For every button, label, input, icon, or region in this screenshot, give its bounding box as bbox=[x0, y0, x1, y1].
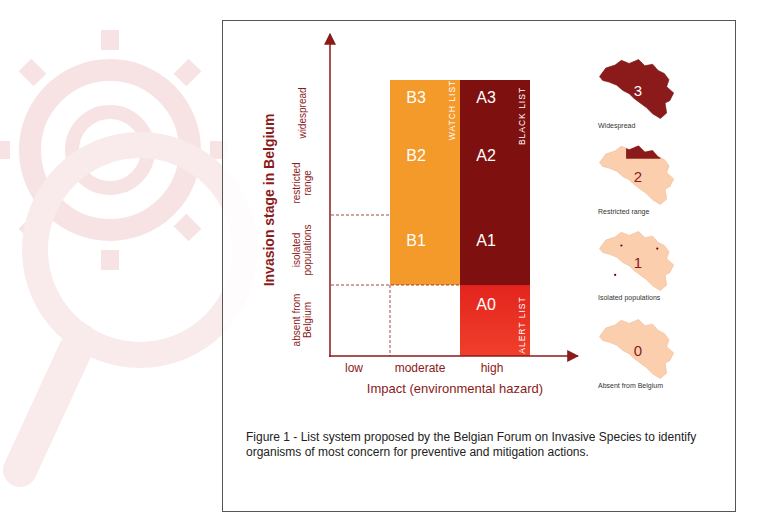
map-isolated: 1Isolated populations bbox=[598, 230, 676, 292]
stage-label: restricted range bbox=[291, 154, 313, 212]
cell-code: A3 bbox=[476, 89, 496, 107]
axis-title: Impact (environmental hazard) bbox=[367, 382, 543, 396]
map-number: 3 bbox=[634, 83, 642, 100]
cell-code: B1 bbox=[406, 232, 426, 250]
alert-cell bbox=[460, 285, 530, 356]
cell-code: A0 bbox=[476, 296, 496, 314]
impact-level: high bbox=[481, 362, 504, 375]
black-list-band: A3A2A1 BLACK LIST bbox=[460, 80, 530, 285]
figure-caption: Figure 1 - List system proposed by the B… bbox=[246, 430, 714, 460]
impact-level: moderate bbox=[395, 362, 446, 375]
watermark bbox=[0, 30, 245, 470]
map-caption: Restricted range bbox=[598, 208, 649, 216]
map-restricted: 2Restricted range bbox=[598, 144, 676, 206]
map-number: 1 bbox=[634, 255, 642, 272]
map-caption: Widespread bbox=[598, 122, 635, 130]
cell-code: B3 bbox=[406, 89, 426, 107]
axis-title: Invasion stage in Belgium bbox=[262, 114, 277, 287]
list-name: BLACK LIST bbox=[518, 87, 527, 145]
list-name: WATCH LIST bbox=[448, 80, 457, 141]
cell-code: B2 bbox=[406, 147, 426, 165]
watch-list-band: B3B2B1 WATCH LIST bbox=[390, 80, 460, 285]
map-caption: Isolated populations bbox=[598, 294, 660, 302]
cell-code: A2 bbox=[476, 147, 496, 165]
map-number: 2 bbox=[634, 169, 642, 186]
impact-level: low bbox=[345, 362, 363, 375]
black-band bbox=[460, 80, 530, 285]
map-widespread: 3Widespread bbox=[598, 58, 676, 120]
list-name: ALERT LIST bbox=[518, 296, 527, 353]
axes bbox=[329, 34, 578, 357]
map-number: 0 bbox=[634, 343, 642, 360]
map-absent: 0Absent from Belgium bbox=[598, 318, 676, 380]
cell-code: A1 bbox=[476, 232, 496, 250]
stage-label: isolated populations bbox=[291, 218, 313, 282]
alert-list-cell: A0 ALERT LIST bbox=[460, 285, 530, 356]
watch-band bbox=[390, 80, 460, 285]
stage-label: absent from Belgium bbox=[291, 288, 313, 352]
map-caption: Absent from Belgium bbox=[598, 382, 663, 390]
stage-label: widespread bbox=[297, 81, 308, 145]
figure-frame bbox=[223, 21, 736, 512]
grid-lines bbox=[331, 215, 460, 356]
